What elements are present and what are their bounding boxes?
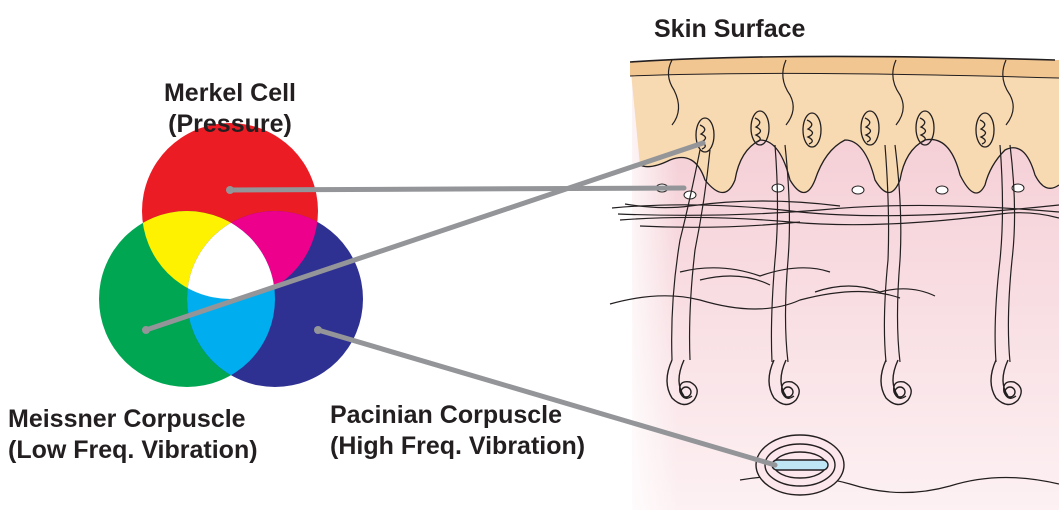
venn-diagram xyxy=(99,120,363,387)
pacinian-function: (High Freq. Vibration) xyxy=(330,431,585,462)
merkel-label: Merkel Cell (Pressure) xyxy=(150,78,310,140)
merkel-pointer xyxy=(230,188,684,190)
skin-surface-label: Skin Surface xyxy=(654,14,805,45)
meissner-function: (Low Freq. Vibration) xyxy=(8,435,258,466)
merkel-name: Merkel Cell xyxy=(150,78,310,109)
meissner-name: Meissner Corpuscle xyxy=(8,404,258,435)
pacinian-label: Pacinian Corpuscle (High Freq. Vibration… xyxy=(330,400,585,462)
skin-cross-section xyxy=(610,56,1059,510)
pacinian-name: Pacinian Corpuscle xyxy=(330,400,585,431)
merkel-function: (Pressure) xyxy=(150,109,310,140)
meissner-label: Meissner Corpuscle (Low Freq. Vibration) xyxy=(8,404,258,466)
